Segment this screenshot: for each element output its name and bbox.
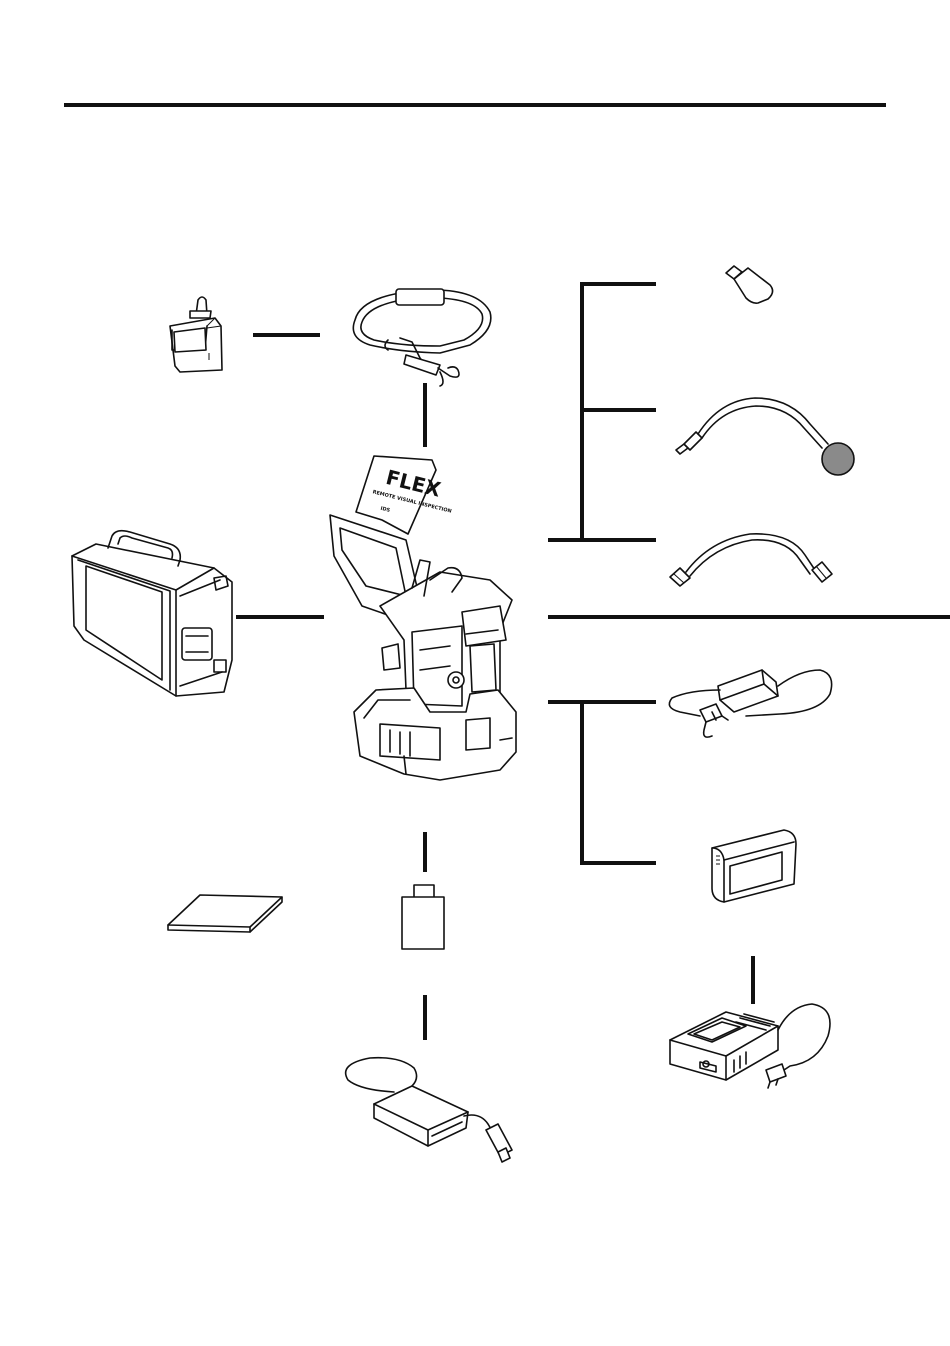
- inspection-unit-icon: FLEX REMOTE VISUAL INSPECTION IDS: [330, 456, 516, 780]
- usb-stick-icon: [726, 266, 773, 303]
- microphone-cable-icon: [676, 398, 854, 475]
- microphone-ball: [822, 443, 854, 475]
- ac-adapter-icon: [669, 670, 831, 737]
- battery-pack-icon: [712, 830, 796, 902]
- carrying-case-icon: [72, 531, 232, 696]
- tip-adapter-case-icon: [170, 297, 222, 372]
- manual-icon: [168, 895, 282, 932]
- connector-lines: [236, 284, 950, 1040]
- battery-charger-icon: [670, 1004, 830, 1088]
- card-reader-icon: [346, 1058, 512, 1162]
- video-cable-icon: [670, 534, 832, 586]
- memory-card-icon: [402, 885, 444, 949]
- shoulder-strap-icon: [353, 289, 491, 386]
